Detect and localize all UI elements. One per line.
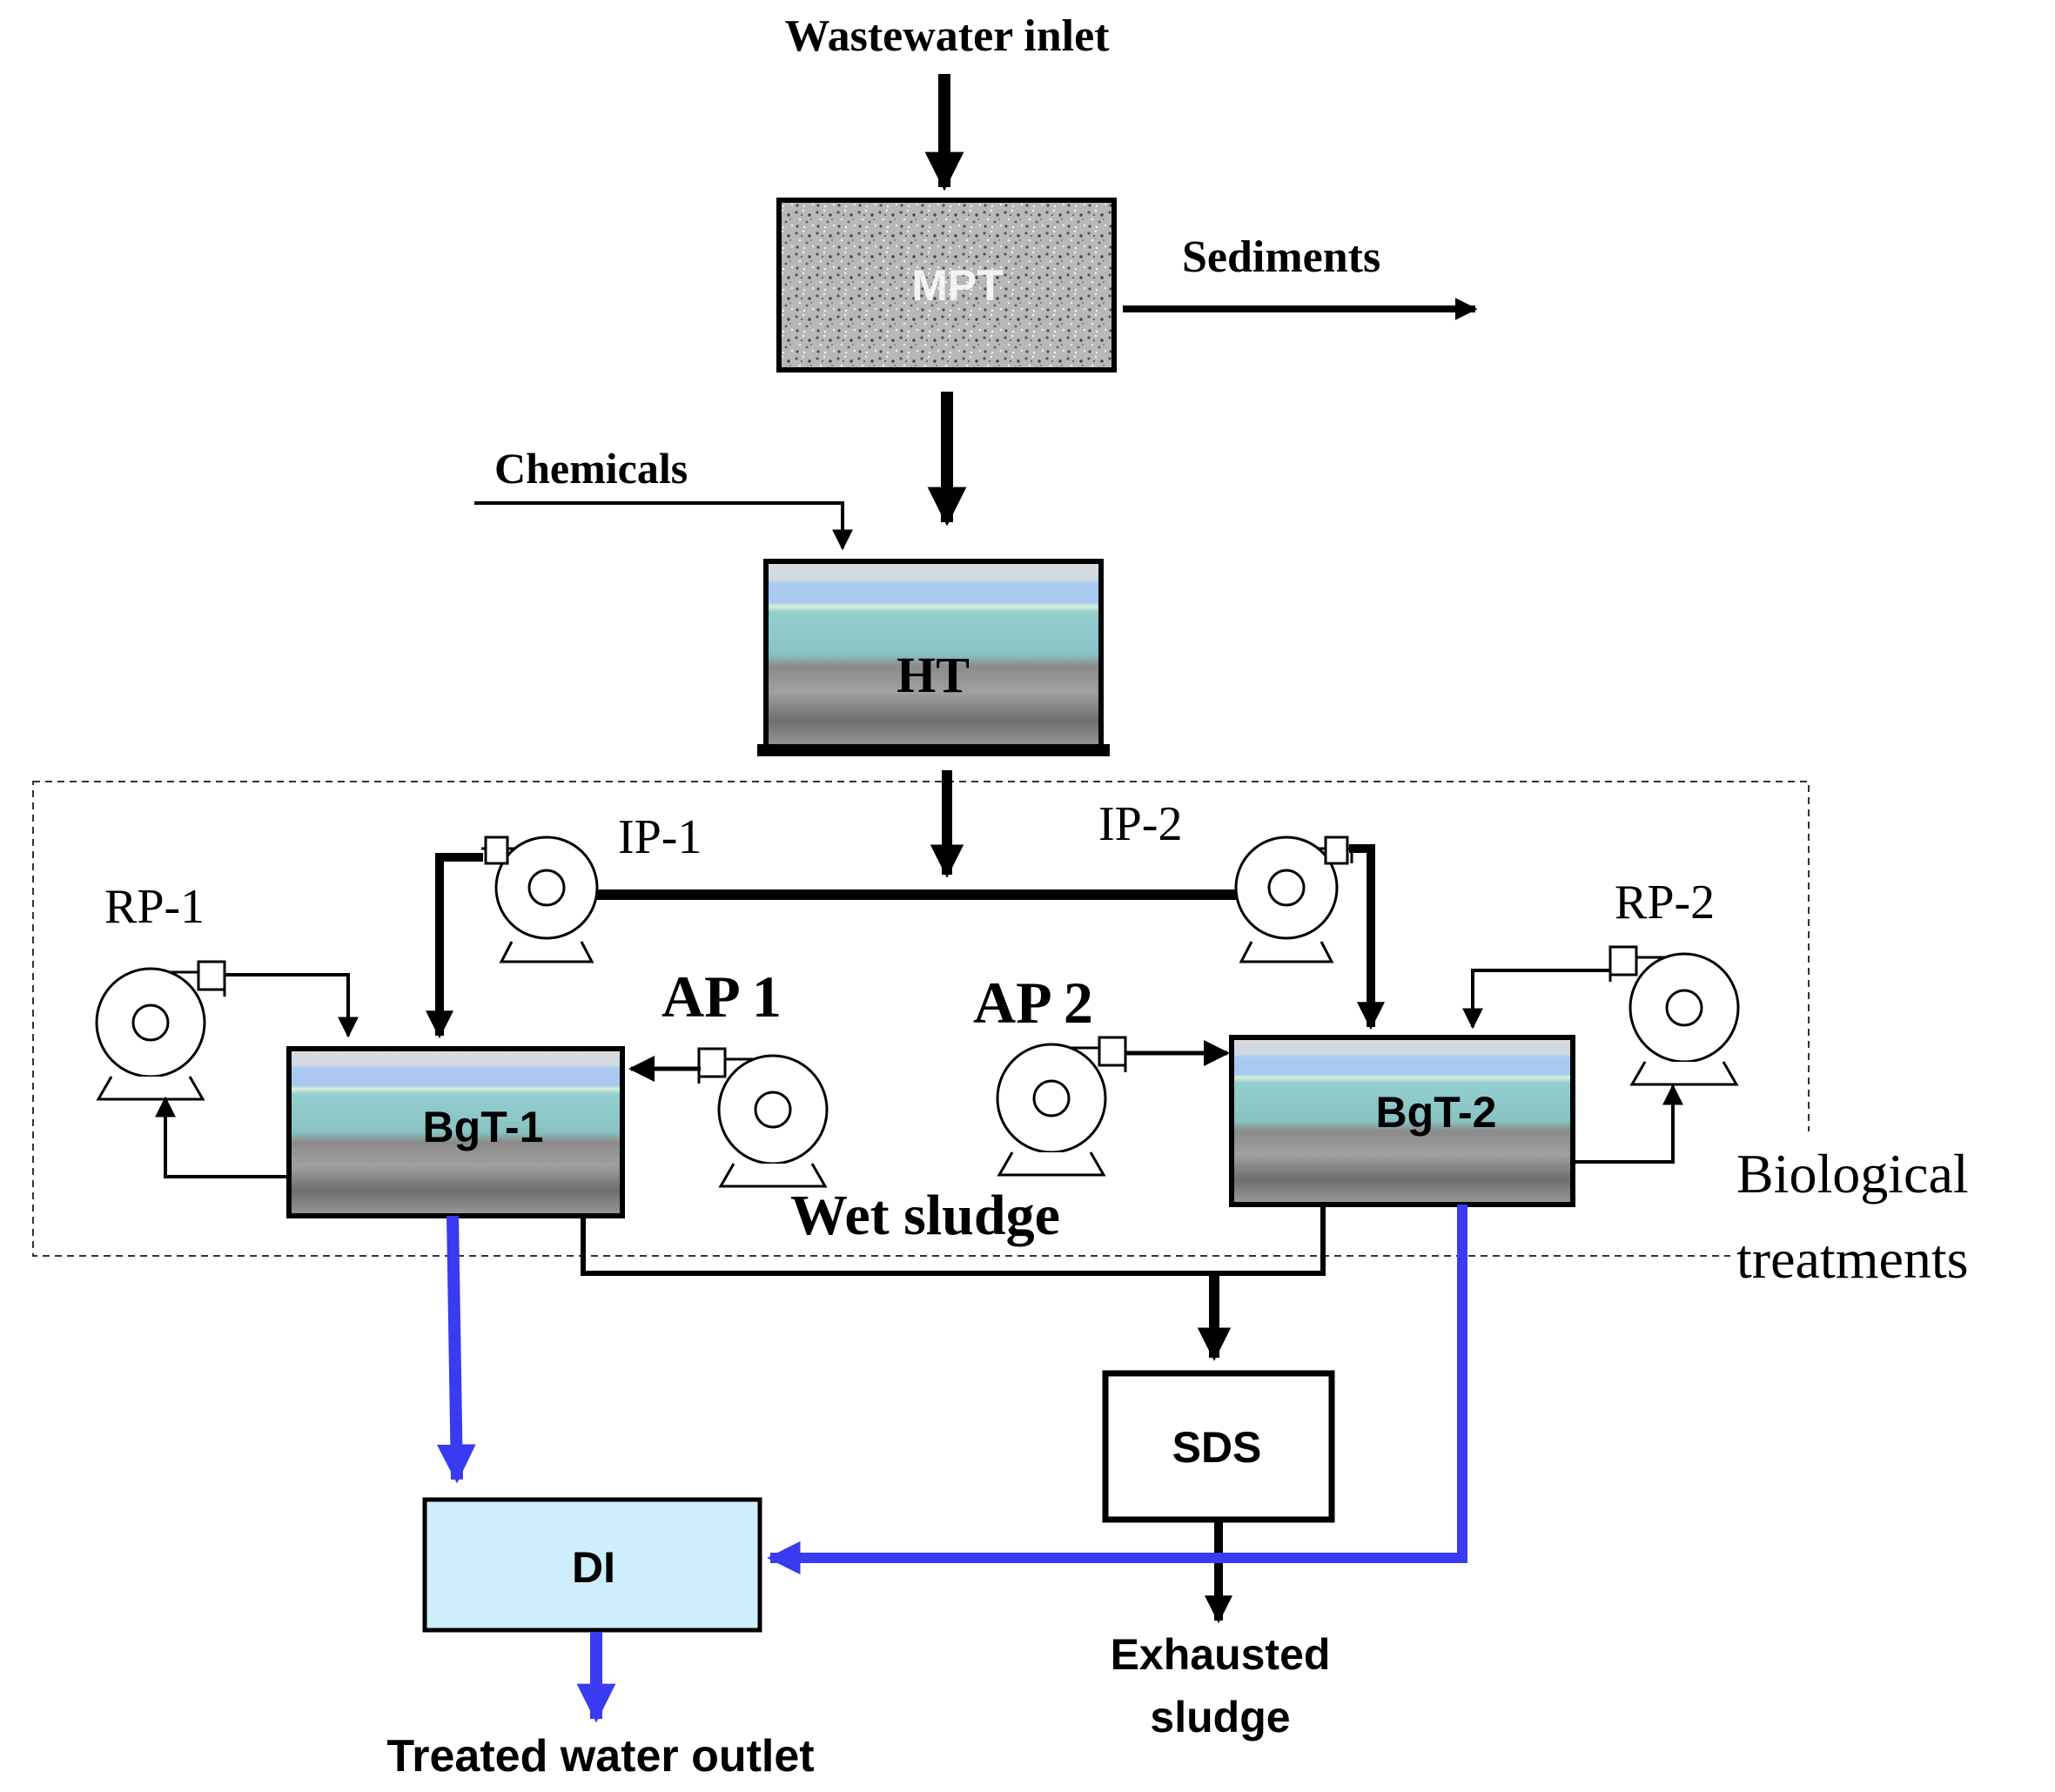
rp1-to-bgt1-arrow [225,973,359,1038]
sds-label: SDS [1172,1423,1262,1472]
ip2-to-bgt2-arrow [1349,844,1386,1030]
inlet-label: Wastewater inlet [784,11,1110,61]
bgt1-to-di-blue-arrow [436,1215,476,1484]
exhausted-label-line2: sludge [1150,1693,1290,1742]
ap1-pump-icon [697,1047,829,1188]
ip2-pump-icon [1234,836,1353,963]
bio-label-line2: treatments [1736,1228,1969,1290]
ip1-to-bgt1-arrow [425,853,483,1039]
rp1-pump-icon [95,960,226,1101]
ht-label: HT [897,647,970,703]
ip1-pump-icon [481,836,599,963]
chemicals-label: Chemicals [494,444,688,493]
bgt2-unit: BgT-2 [1229,1035,1575,1207]
bgt1-label: BgT-1 [423,1103,544,1151]
bgt2-to-rp2-return [1575,1084,1683,1164]
sediments-label: Sediments [1182,232,1380,282]
rp2-label: RP-2 [1615,876,1715,930]
rp1-label: RP-1 [104,880,205,934]
ht-unit: HT [757,559,1110,756]
bgt1-unit: BgT-1 [286,1046,625,1218]
ap2-label: AP 2 [973,970,1093,1036]
bio-label-line1: Biological [1736,1143,1969,1205]
outlet-label: Treated water outlet [386,1731,814,1782]
ip2-label: IP-2 [1098,797,1182,851]
mpt-label: MPT [911,261,1004,310]
wet-sludge-collector [581,1205,1326,1276]
bgt2-label: BgT-2 [1376,1088,1497,1137]
biological-boundary [32,781,1810,1257]
wet-sludge-label: Wet sludge [790,1184,1060,1247]
chemicals-line [474,501,853,551]
di-label: DI [572,1543,615,1592]
rp2-to-bgt2-arrow [1462,969,1610,1030]
mpt-unit: MPT [776,198,1117,372]
ip1-label: IP-1 [618,810,702,864]
bgt1-to-rp1-return [155,1096,287,1178]
ap1-label: AP 1 [661,963,782,1030]
rp2-pump-icon [1608,945,1740,1086]
ap2-pump-icon [996,1036,1127,1177]
bgt2-to-di-blue-arrow [767,1205,1467,1575]
di-unit: DI [422,1497,762,1633]
exhausted-label-line1: Exhausted [1111,1630,1331,1679]
sds-unit: SDS [1102,1370,1335,1523]
